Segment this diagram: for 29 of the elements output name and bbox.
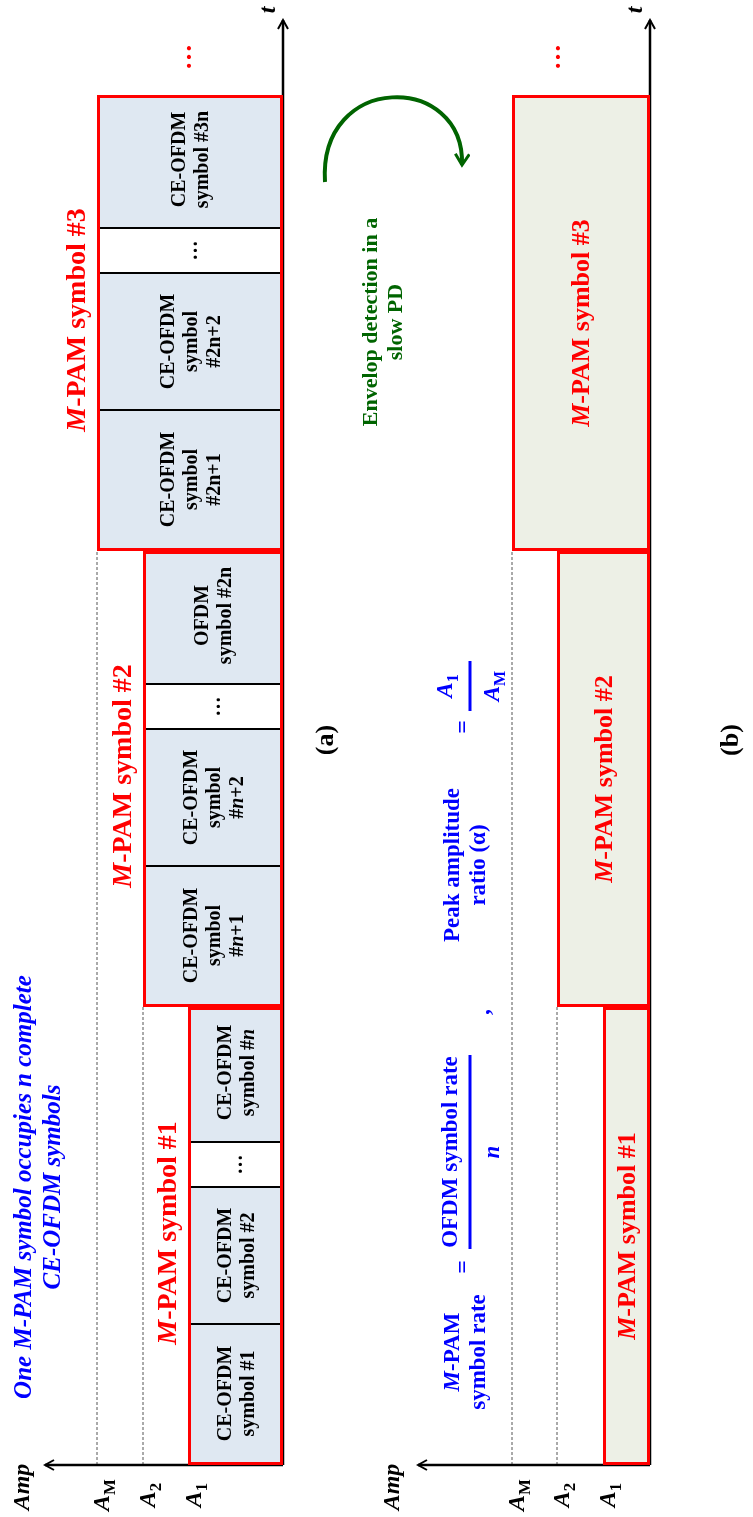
symbol-block: M-PAM symbol #3 — [512, 95, 650, 551]
symbol-cell: CE-OFDM symbol #1 — [191, 1325, 280, 1462]
equals-sign: = — [449, 1260, 477, 1274]
ellipsis: … — [537, 44, 567, 70]
axis-label: Amp — [378, 1463, 406, 1511]
ellipsis-cell: … — [100, 229, 280, 274]
axis-label: t — [621, 6, 649, 14]
equals-sign: = — [449, 720, 477, 734]
annotation-text: Envelop detection in a slow PD — [356, 216, 408, 429]
symbol-block: M-PAM symbol #1 — [603, 1007, 650, 1465]
ellipsis-cell: … — [146, 685, 280, 730]
panel-label: (a) — [310, 724, 340, 756]
block-title: M-PAM symbol #3 — [60, 208, 92, 432]
block-title: M-PAM symbol #2 — [106, 664, 138, 888]
ellipsis: … — [168, 44, 198, 70]
axis-label: Amp — [8, 1463, 36, 1511]
panel-label: (b) — [715, 724, 745, 756]
comma: , — [468, 1009, 496, 1015]
symbol-cell: CE-OFDM symbol #3n — [100, 92, 280, 229]
symbol-block: M-PAM symbol #2 — [557, 551, 650, 1007]
symbol-cell: CE-OFDM symbol #2n+1 — [100, 411, 280, 548]
ellipsis-cell: … — [191, 1143, 280, 1188]
symbol-cell: CE-OFDM symbol #2 — [191, 1188, 280, 1325]
formula-text: OFDM symbol rate — [436, 1056, 463, 1248]
formula-text: n — [478, 1145, 505, 1159]
axis-label: t — [254, 6, 282, 14]
formula-text: Peak amplitude ratio (α) — [438, 787, 491, 944]
block-title: M-PAM symbol #1 — [151, 1121, 183, 1345]
note-text: One M-PAM symbol occupies n complete CE-OFDM symbols — [9, 974, 66, 1401]
